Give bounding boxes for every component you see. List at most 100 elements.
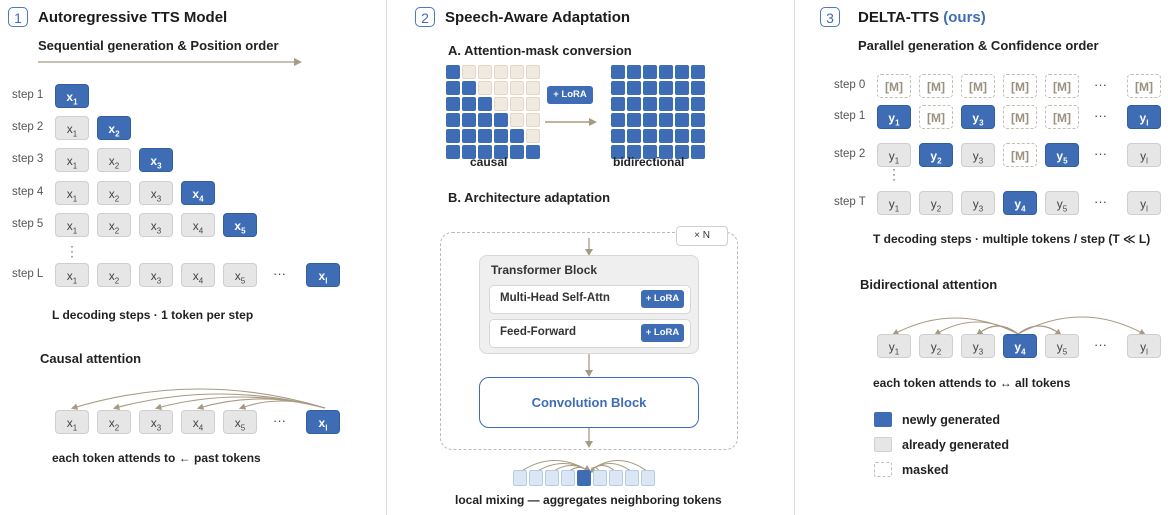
mask-cell <box>446 113 460 127</box>
step-label: step 0 <box>834 79 866 91</box>
divider-right <box>794 0 795 515</box>
step-label: step 1 <box>12 89 44 101</box>
convolution-block: Convolution Block <box>479 377 699 428</box>
mask-cell <box>446 65 460 79</box>
token: x1 <box>55 410 89 434</box>
token: y3 <box>961 191 995 215</box>
token: [M] <box>1045 105 1079 129</box>
token: x5 <box>223 410 257 434</box>
token: x3 <box>139 181 173 205</box>
mask-cell <box>526 113 540 127</box>
panel3-title-suffix: (ours) <box>943 9 986 26</box>
mixing-token <box>529 470 543 486</box>
mask-cell <box>478 113 492 127</box>
token: [M] <box>919 74 953 98</box>
mask-cell <box>691 145 705 159</box>
token: y1 <box>877 191 911 215</box>
token: [M] <box>1003 143 1037 167</box>
panel3-caption: T decoding steps · multiple tokens / ste… <box>873 232 1151 246</box>
step-label: step 3 <box>12 153 44 165</box>
mask-cell <box>659 65 673 79</box>
mask-cell <box>675 97 689 111</box>
ff-lora-badge: + LoRA <box>641 324 684 342</box>
ellipsis: ··· <box>1094 77 1107 92</box>
mask-cell <box>510 97 524 111</box>
mask-cell <box>478 81 492 95</box>
mhsa-lora-badge: + LoRA <box>641 290 684 308</box>
token: y1 <box>877 143 911 167</box>
token: x1 <box>55 148 89 172</box>
section-b-title: B. Architecture adaptation <box>448 190 611 205</box>
mask-cell <box>510 113 524 127</box>
panel1-attn-caption: each token attends to ← past tokens <box>52 451 261 465</box>
panel3-attn-title: Bidirectional attention <box>860 277 998 292</box>
panel3-subtitle: Parallel generation & Confidence order <box>858 38 1099 53</box>
token: [M] <box>919 105 953 129</box>
ff-label: Feed-Forward <box>500 326 577 338</box>
mask-cell <box>691 97 705 111</box>
token: yl <box>1127 191 1161 215</box>
local-mixing-caption: local mixing — aggregates neighboring to… <box>455 493 722 507</box>
repeated-block-container <box>440 232 738 450</box>
panel1-number: 1 <box>8 7 28 27</box>
token: x2 <box>97 181 131 205</box>
ellipsis: ··· <box>273 413 286 428</box>
ellipsis: ··· <box>1094 146 1107 161</box>
mask-cell <box>627 113 641 127</box>
token: [M] <box>1045 74 1079 98</box>
mask-cell <box>462 145 476 159</box>
mask-conversion-arrow <box>545 118 597 126</box>
legend-masked-swatch <box>874 462 892 477</box>
mask-cell <box>675 81 689 95</box>
mask-cell <box>494 113 508 127</box>
token: y4 <box>1003 191 1037 215</box>
mask-cell <box>462 81 476 95</box>
mask-cell <box>691 81 705 95</box>
step-label: step 4 <box>12 186 44 198</box>
token: y1 <box>877 334 911 358</box>
token: x5 <box>223 263 257 287</box>
token: [M] <box>877 74 911 98</box>
step-label: step 2 <box>12 121 44 133</box>
bidirectional-label: bidirectional <box>613 155 685 169</box>
panel3-title: DELTA-TTS (ours) <box>858 9 986 26</box>
legend-already-swatch <box>874 437 892 452</box>
panel2-number: 2 <box>415 7 435 27</box>
token: x4 <box>181 263 215 287</box>
token: yl <box>1127 143 1161 167</box>
token: y3 <box>961 143 995 167</box>
mask-cell <box>627 129 641 143</box>
block-flow-arrows <box>585 238 593 448</box>
mask-cell <box>510 129 524 143</box>
ellipsis: ··· <box>1094 108 1107 123</box>
mask-cell <box>643 97 657 111</box>
mask-cell <box>659 97 673 111</box>
token: y3 <box>961 334 995 358</box>
mask-cell <box>462 97 476 111</box>
mixing-token <box>609 470 623 486</box>
mask-cell <box>611 65 625 79</box>
mask-cell <box>510 65 524 79</box>
mask-cell <box>462 129 476 143</box>
token: x2 <box>97 148 131 172</box>
legend-new-swatch <box>874 412 892 427</box>
mask-cell <box>478 97 492 111</box>
mask-cell <box>494 65 508 79</box>
mask-lora-badge: + LoRA <box>547 86 593 104</box>
token: x2 <box>97 263 131 287</box>
mixing-token <box>513 470 527 486</box>
mask-cell <box>627 97 641 111</box>
mask-cell <box>462 65 476 79</box>
mhsa-block <box>489 285 691 314</box>
token: x4 <box>181 213 215 237</box>
mask-cell <box>446 129 460 143</box>
panel3-bidirectional-arcs <box>892 316 1146 336</box>
ellipsis: ··· <box>1094 194 1107 209</box>
panel1-order-arrow <box>38 58 302 66</box>
token: y2 <box>919 334 953 358</box>
token: y5 <box>1045 334 1079 358</box>
panel3-title-main: DELTA-TTS <box>858 9 940 26</box>
token: yl <box>1127 105 1161 129</box>
step-label: step 1 <box>834 110 866 122</box>
causal-label: causal <box>470 155 508 169</box>
